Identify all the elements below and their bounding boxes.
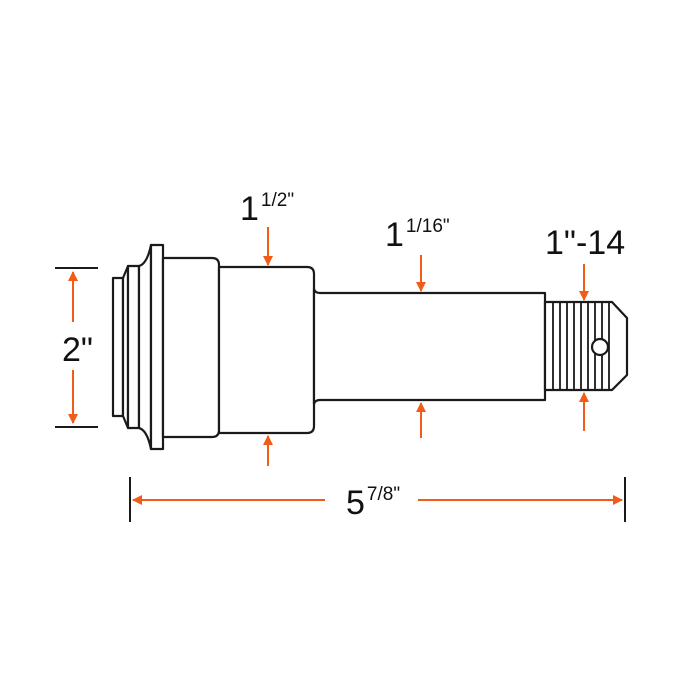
threaded-end (543, 300, 629, 392)
flange (149, 243, 165, 451)
thread-size-value: 1"-14 (545, 224, 626, 262)
flange-taper (137, 243, 153, 451)
inner-bearing-seat (217, 265, 316, 435)
outer-bearing-fraction: 1/16" (405, 216, 450, 237)
flange-diameter-label: 2" (62, 333, 93, 367)
overall-length-fraction: 7/8" (366, 484, 401, 505)
collar (161, 256, 221, 439)
flange-dimension (55, 267, 98, 428)
overall-length-dimension (129, 477, 626, 522)
inner-bearing-fraction: 1/2" (260, 190, 295, 211)
spindle-outline (111, 243, 629, 451)
seal-ring-outer (111, 276, 125, 418)
outer-bearing-whole: 1 (385, 216, 404, 254)
inner-bearing-whole: 1 (240, 190, 259, 228)
flange-diameter-value: 2" (62, 331, 93, 369)
cotter-pin-hole (590, 337, 610, 357)
thread-size-label: 1"-14 (545, 226, 625, 260)
seal-ring-inner (126, 264, 141, 430)
overall-length-whole: 5 (346, 484, 365, 522)
outer-bearing-seat (312, 287, 547, 406)
